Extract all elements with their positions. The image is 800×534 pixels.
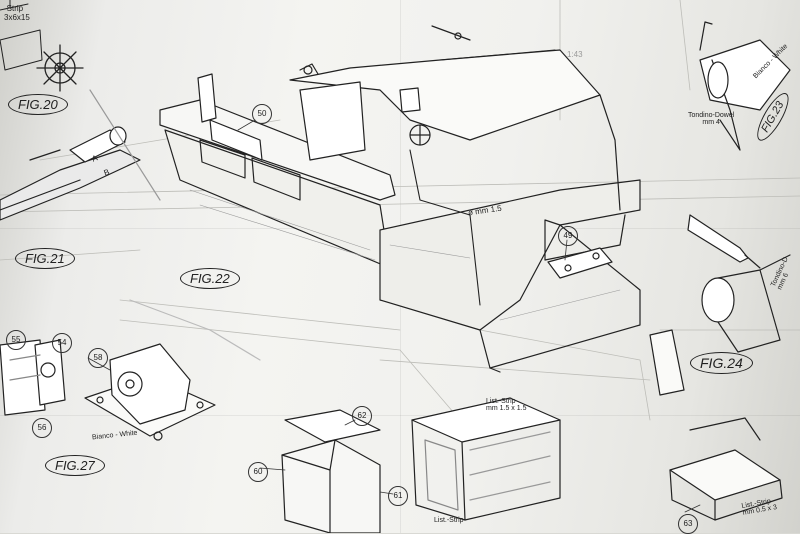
part-number-63: 63 [678,514,698,534]
part-number-54: 54 [52,333,72,353]
scale-label: 1:43 [567,50,583,59]
figure-label-20: FIG.20 [8,94,68,115]
part-number-60: 60 [248,462,268,482]
figure-label-27: FIG.27 [45,455,105,476]
fig27-parts [0,339,66,416]
paper-crease [0,415,800,416]
list-strip-center-size: mm 1.5 x 1.5 [486,405,527,412]
fig23-part [699,21,791,151]
list-strip-bottom-text: List.-Strip [434,517,464,524]
ship-wheel [36,44,84,92]
part-number-56: 56 [32,418,52,438]
part-58 [84,299,261,441]
fig24-parts [649,214,791,396]
figure-label-21: FIG.21 [15,248,75,269]
tondino-dowel-label: Tondino-Dowel mm 4 [688,112,734,126]
part-number-55: 55 [6,330,26,350]
part-number-50: 50 [252,104,272,124]
strip-label-size: 3x6x15 [4,13,30,22]
tondino-dowel-size: mm 4 [702,119,720,126]
list-strip-center: List.-Strip mm 1.5 x 1.5 [486,398,526,412]
crate [411,397,561,521]
strip-label-text: -Strip [4,4,24,13]
part-number-58: 58 [88,348,108,368]
part-number-49: 49 [558,226,578,246]
figure-label-22: FIG.22 [180,268,240,289]
tondino-dowel-text: Tondino-Dowel [688,112,735,119]
tray-63 [669,417,783,521]
list-strip-center-text: List.-Strip [486,398,516,405]
figure-label-24: FIG.24 [690,352,753,374]
fig21-parts [0,89,161,221]
list-strip-bottom: List.-Strip [434,517,464,524]
box-parts-60-62 [281,409,381,533]
part-number-62: 62 [352,406,372,426]
strip-label: -Strip 3x6x15 [4,4,30,22]
boat-assembly [159,25,641,373]
part-number-61: 61 [388,486,408,506]
